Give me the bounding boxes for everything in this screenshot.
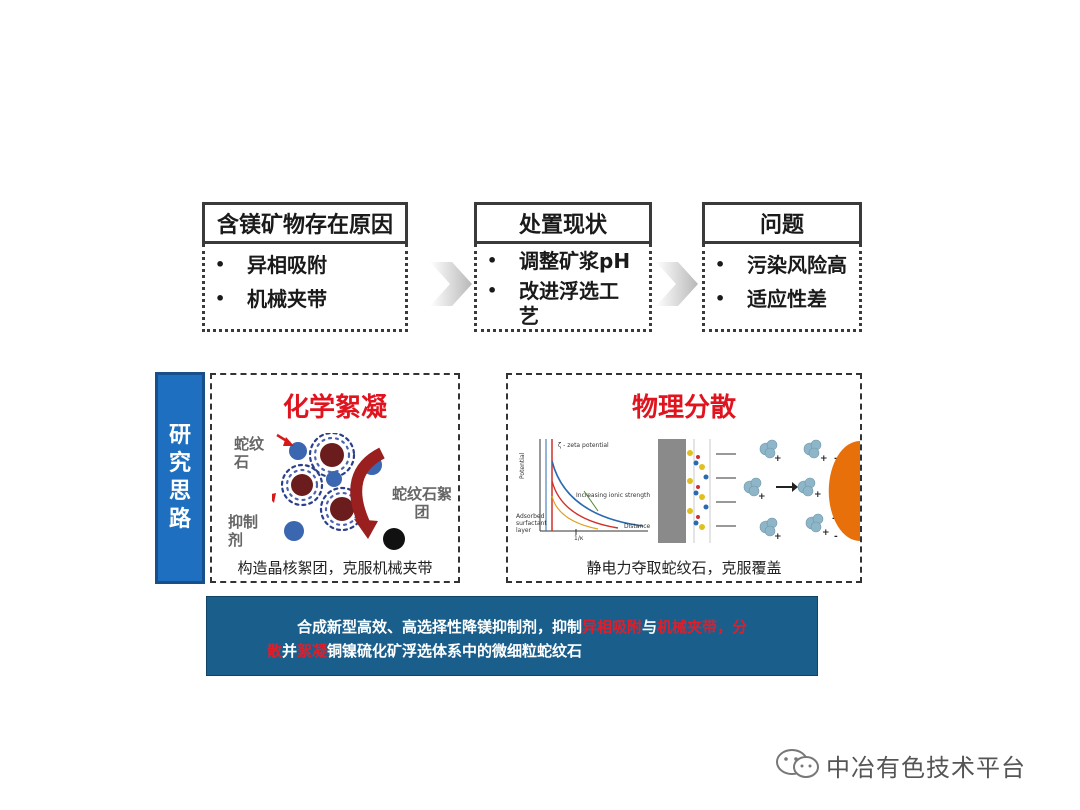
- side-label-char: 思: [168, 479, 191, 504]
- summary-text: 并: [282, 642, 298, 660]
- flow-box-2-title: 处置现状: [474, 202, 652, 244]
- summary-line-1: 合成新型高效、高选择性降镁抑制剂，抑制异相吸附与机械夹带，分: [267, 615, 777, 639]
- side-label-char: 路: [168, 507, 191, 532]
- phys-panel-caption: 静电力夺取蛇纹石，克服覆盖: [586, 559, 782, 577]
- list-item-text: 改进浮选工: [519, 279, 619, 303]
- svg-text:-: -: [834, 532, 838, 542]
- side-label-char: 究: [168, 451, 191, 476]
- summary-box: 合成新型高效、高选择性降镁抑制剂，抑制异相吸附与机械夹带，分 散并絮凝铜镍硫化矿…: [206, 596, 818, 676]
- serpentine-label: 蛇纹 石: [234, 435, 265, 471]
- distance-label: Distance: [624, 523, 651, 530]
- summary-highlight: 异相吸附: [582, 618, 643, 636]
- summary-text: ，: [717, 618, 733, 636]
- svg-text:-: -: [832, 514, 836, 524]
- svg-text:+: +: [758, 492, 766, 502]
- svg-text:+: +: [774, 454, 782, 464]
- flow-arrow-icon: [430, 262, 472, 306]
- flow-box-3-title: 问题: [702, 202, 862, 244]
- dispersion-diagram: +++ +++ -----: [743, 439, 860, 542]
- summary-highlight: 絮凝: [297, 642, 328, 660]
- footer-watermark: 中冶有色技术平台: [826, 754, 1026, 782]
- side-label-char: 研: [168, 423, 191, 448]
- flow-box-3-list: • 污染风险高 • 适应性差: [702, 244, 862, 332]
- potential-label: Potential: [519, 452, 526, 479]
- summary-text: 与: [642, 618, 658, 636]
- list-item-text: 调整矿浆pH: [519, 249, 631, 273]
- summary-line-2: 散并絮凝铜镍硫化矿浮选体系中的微细粒蛇纹石: [267, 639, 777, 663]
- bullet: •: [487, 251, 498, 270]
- list-item: • 机械夹带: [213, 284, 405, 314]
- list-item: 艺: [485, 304, 649, 328]
- list-item-text: 污染风险高: [747, 253, 847, 277]
- chem-panel: 化学絮凝 蛇纹 石 抑制 剂 蛇纹石絮 团 构造晶核絮团，克服机械夹带: [210, 373, 460, 583]
- double-layer-diagram: [658, 439, 736, 543]
- list-item-text: 适应性差: [747, 287, 827, 311]
- flow-box-1-title: 含镁矿物存在原因: [202, 202, 408, 244]
- summary-highlight: 机械夹带: [657, 618, 718, 636]
- flow-box-3-title-text: 问题: [759, 213, 804, 238]
- svg-text:+: +: [774, 532, 782, 542]
- summary-text: 合成新型高效、高选择性降镁抑制剂，抑制: [297, 618, 583, 636]
- svg-text:+: +: [820, 454, 828, 464]
- flow-box-2-title-text: 处置现状: [518, 213, 607, 238]
- phys-panel-title: 物理分散: [631, 393, 736, 423]
- svg-text:+: +: [822, 528, 830, 538]
- zeta-label: ζ - zeta potential: [558, 442, 609, 449]
- flow-box-1-title-text: 含镁矿物存在原因: [216, 213, 393, 238]
- phys-panel: 物理分散 ζ - zeta potential Potential Increa…: [506, 373, 862, 583]
- bullet: •: [215, 255, 226, 274]
- flow-arrow-icon: [656, 262, 698, 306]
- inv-kappa-label: 1/κ: [574, 535, 584, 542]
- flocculation-diagram: [272, 433, 405, 550]
- list-item: • 改进浮选工: [485, 278, 649, 304]
- list-item: • 异相吸附: [213, 250, 405, 280]
- list-item: • 适应性差: [713, 284, 859, 314]
- ionic-strength-label: Increasing ionic strength: [576, 492, 651, 499]
- summary-highlight: 分: [732, 618, 748, 636]
- bullet: •: [215, 289, 226, 308]
- list-item: • 污染风险高: [713, 250, 859, 280]
- floc-label: 蛇纹石絮 团: [391, 485, 452, 521]
- list-item-text: 机械夹带: [247, 287, 327, 311]
- bullet: •: [715, 255, 726, 274]
- bullet: •: [487, 281, 498, 300]
- bullet: •: [715, 289, 726, 308]
- flow-box-2-list: • 调整矿浆pH • 改进浮选工 艺: [474, 244, 652, 332]
- list-item-text: 艺: [519, 304, 539, 328]
- chem-panel-caption: 构造晶核絮团，克服机械夹带: [237, 559, 433, 577]
- summary-highlight: 散: [267, 642, 283, 660]
- chem-panel-title: 化学絮凝: [282, 393, 387, 423]
- adsorbed-layer-label: Adsorbed surfactant layer: [516, 513, 547, 534]
- list-item: • 调整矿浆pH: [485, 246, 649, 276]
- research-approach-label: 研 究 思 路: [155, 372, 205, 584]
- wechat-icon: [776, 749, 819, 778]
- flow-box-1-list: • 异相吸附 • 机械夹带: [202, 244, 408, 332]
- summary-text: 铜镍硫化矿浮选体系中的微细粒蛇纹石: [327, 642, 583, 660]
- inhibitor-label: 抑制 剂: [228, 513, 259, 549]
- zeta-potential-graph: [539, 439, 648, 535]
- list-item-text: 异相吸附: [247, 253, 327, 277]
- svg-text:+: +: [814, 490, 822, 500]
